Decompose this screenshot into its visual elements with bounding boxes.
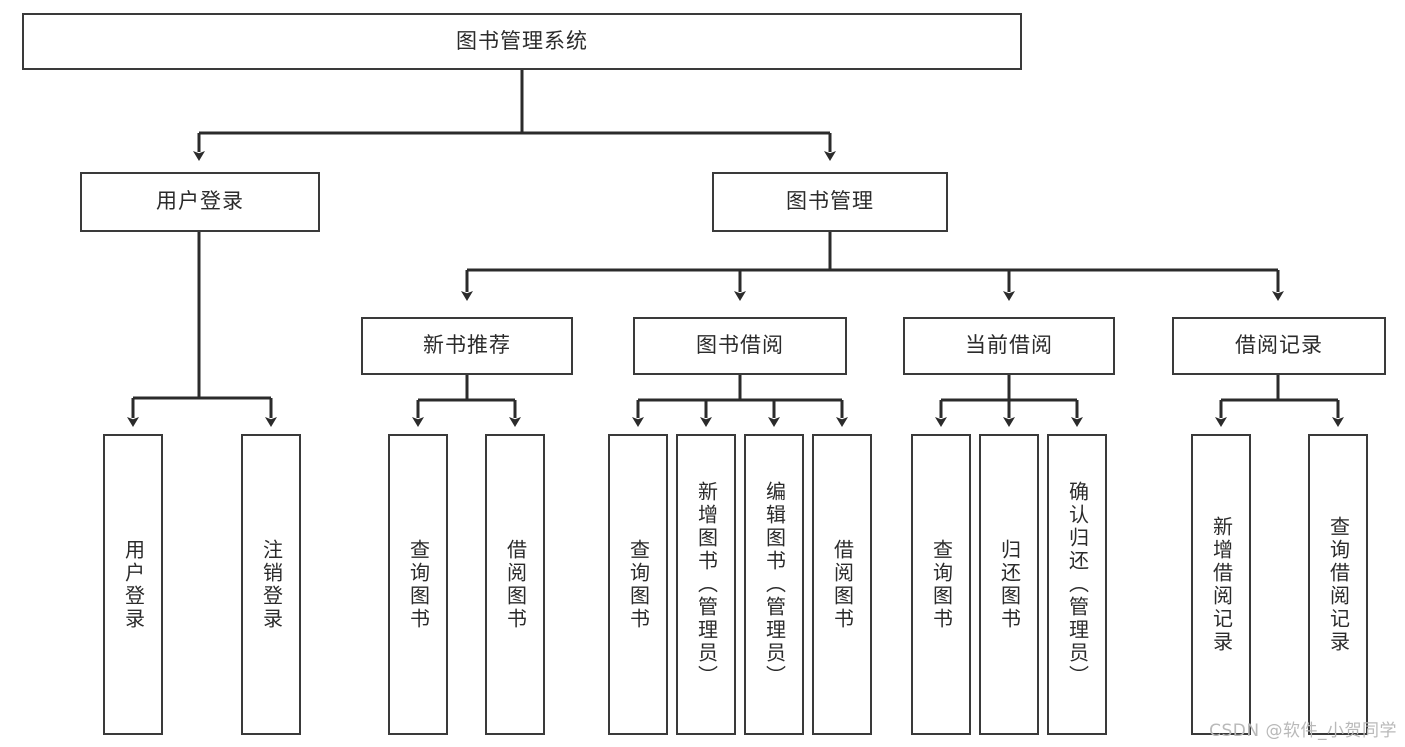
leaf-label: 归还图书 [997, 538, 1022, 631]
node-borrow-record-label: 借阅记录 [1235, 333, 1323, 358]
leaf-new-book-2[interactable]: 借阅图书 [485, 434, 545, 735]
leaf-book-borrow-3[interactable]: 编辑图书（管理员） [744, 434, 804, 735]
leaf-label: 借阅图书 [503, 538, 528, 631]
node-current-borrow-label: 当前借阅 [965, 333, 1053, 358]
leaf-book-borrow-1[interactable]: 查询图书 [608, 434, 668, 735]
leaf-label: 用户登录 [121, 538, 146, 631]
node-book-management[interactable]: 图书管理 [712, 172, 948, 232]
leaf-book-borrow-2[interactable]: 新增图书（管理员） [676, 434, 736, 735]
node-user-login[interactable]: 用户登录 [80, 172, 320, 232]
leaf-user-login-2[interactable]: 注销登录 [241, 434, 301, 735]
leaf-new-book-1[interactable]: 查询图书 [388, 434, 448, 735]
leaf-user-login-1[interactable]: 用户登录 [103, 434, 163, 735]
node-user-login-label: 用户登录 [156, 189, 244, 214]
leaf-label: 注销登录 [259, 538, 284, 631]
node-book-management-label: 图书管理 [786, 189, 874, 214]
node-root-label: 图书管理系统 [456, 28, 588, 53]
node-current-borrow[interactable]: 当前借阅 [903, 317, 1115, 375]
node-new-book-recommend-label: 新书推荐 [423, 333, 511, 358]
leaf-label: 确认归还（管理员） [1065, 481, 1090, 688]
leaf-book-borrow-4[interactable]: 借阅图书 [812, 434, 872, 735]
leaf-label: 新增图书（管理员） [694, 481, 719, 688]
leaf-label: 查询图书 [929, 538, 954, 631]
leaf-label: 新增借阅记录 [1209, 515, 1234, 654]
node-book-borrow-label: 图书借阅 [696, 333, 784, 358]
leaf-label: 编辑图书（管理员） [762, 481, 787, 688]
leaf-label: 查询图书 [626, 538, 651, 631]
leaf-borrow-record-1[interactable]: 新增借阅记录 [1191, 434, 1251, 735]
node-book-borrow[interactable]: 图书借阅 [633, 317, 847, 375]
leaf-label: 查询借阅记录 [1326, 515, 1351, 654]
leaf-current-borrow-3[interactable]: 确认归还（管理员） [1047, 434, 1107, 735]
leaf-label: 查询图书 [406, 538, 431, 631]
leaf-label: 借阅图书 [830, 538, 855, 631]
node-root-book-management-system[interactable]: 图书管理系统 [22, 13, 1022, 70]
node-borrow-record[interactable]: 借阅记录 [1172, 317, 1386, 375]
node-new-book-recommend[interactable]: 新书推荐 [361, 317, 573, 375]
leaf-borrow-record-2[interactable]: 查询借阅记录 [1308, 434, 1368, 735]
leaf-current-borrow-2[interactable]: 归还图书 [979, 434, 1039, 735]
leaf-current-borrow-1[interactable]: 查询图书 [911, 434, 971, 735]
